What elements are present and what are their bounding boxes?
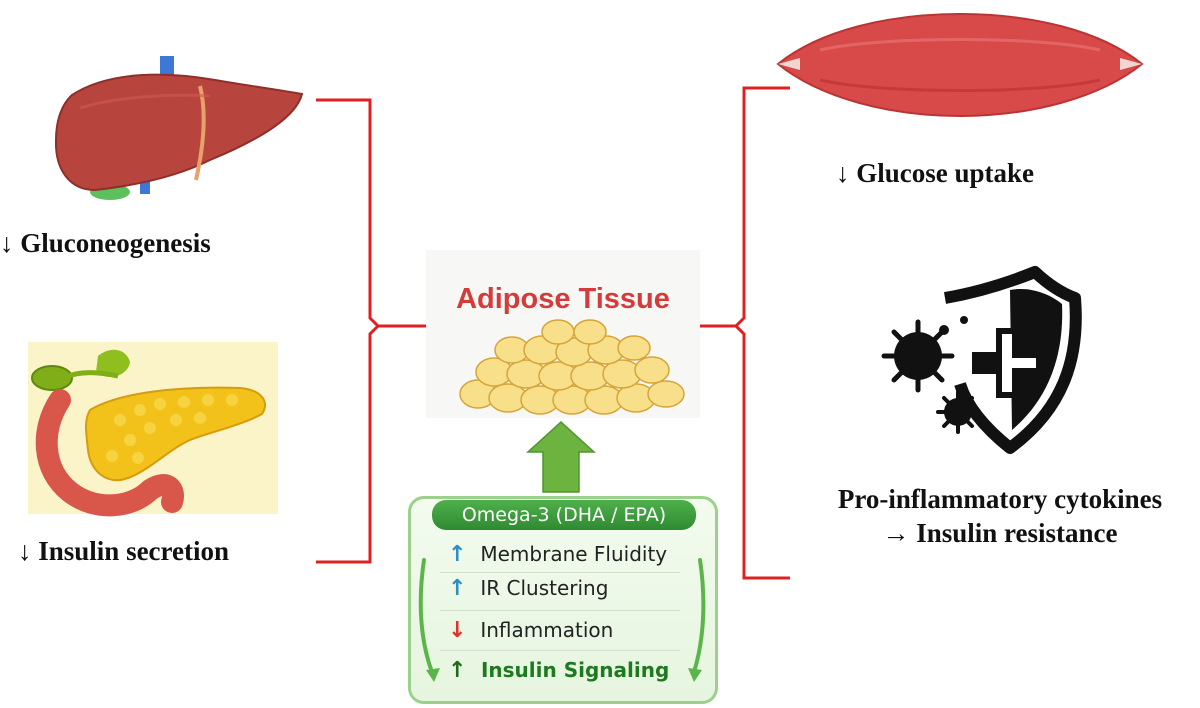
effect-row-membrane-fluidity: ↑ Membrane Fluidity [448,542,667,567]
omega3-title: Omega-3 (DHA / EPA) [432,500,696,530]
effect-label: Membrane Fluidity [480,542,668,566]
up-arrow-icon: ↑ [448,576,467,601]
cytokines-label: Pro-inflammatory cytokines [837,484,1163,514]
gluconeogenesis-label: ↓ Gluconeogenesis [0,228,211,258]
divider [440,572,680,573]
adipose-title: Adipose Tissue [456,283,670,315]
omega3-box [408,496,718,704]
effect-label: Insulin Signaling [480,658,670,682]
effect-row-insulin-signaling: ↑ Insulin Signaling [448,658,669,683]
right-flow-arrow-icon [692,558,706,674]
up-arrow-icon: ↑ [448,542,467,567]
effect-row-ir-clustering: ↑ IR Clustering [448,576,608,601]
effect-label: IR Clustering [480,576,609,600]
effect-row-inflammation: ↓ Inflammation [448,618,613,643]
divider [440,650,680,651]
divider [440,610,680,611]
up-arrow-icon [526,420,596,493]
left-flow-arrow-icon [418,558,434,674]
left-flow-arrowhead-icon [426,668,440,682]
insulin-secretion-label: ↓ Insulin secretion [18,536,230,566]
glucose-uptake-label: ↓ Glucose uptake [836,158,1035,188]
effect-label: Inflammation [480,618,614,642]
right-flow-arrowhead-icon [688,668,702,682]
down-arrow-icon: ↓ [448,618,467,643]
up-arrow-icon: ↑ [448,658,467,683]
insulin-resistance-label: → Insulin resistance [882,518,1118,548]
